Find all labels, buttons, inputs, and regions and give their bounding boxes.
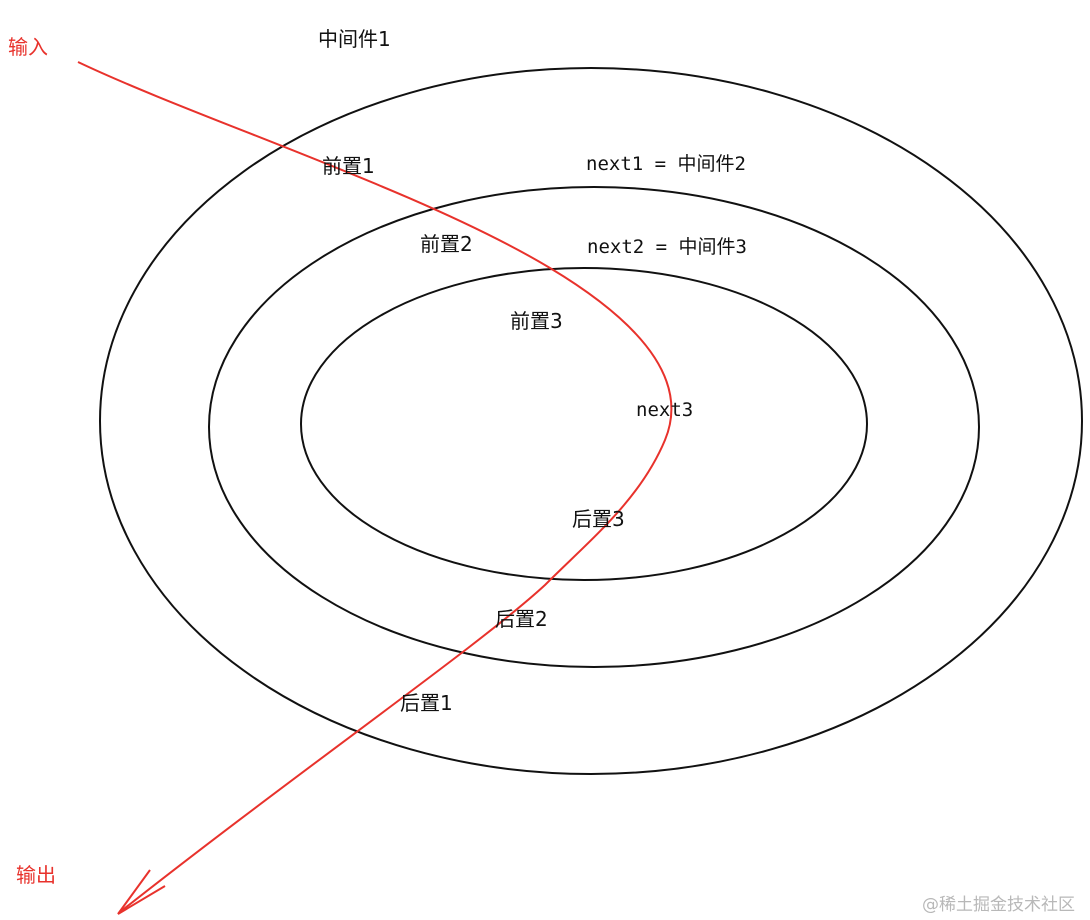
outer-ring-middleware-1 — [99, 67, 1083, 775]
middleware-1-label: 中间件1 — [318, 27, 391, 51]
post-2-label: 后置2 — [495, 607, 548, 631]
next-2-label: next2 = 中间件3 — [587, 236, 747, 258]
pre-1-label: 前置1 — [322, 154, 375, 178]
inner-ring-middleware-3 — [300, 267, 868, 581]
next-1-label: next1 = 中间件2 — [586, 153, 746, 175]
input-label: 输入 — [8, 35, 48, 59]
pre-3-label: 前置3 — [510, 309, 563, 333]
post-1-label: 后置1 — [400, 691, 453, 715]
watermark: @稀土掘金技术社区 — [922, 895, 1075, 915]
request-flow-curve — [77, 61, 673, 913]
arrowhead-icon — [117, 869, 166, 915]
post-3-label: 后置3 — [572, 507, 625, 531]
output-label: 输出 — [16, 863, 56, 887]
pre-2-label: 前置2 — [420, 232, 473, 256]
middle-ring-middleware-2 — [208, 186, 980, 668]
next-3-label: next3 — [636, 399, 693, 421]
